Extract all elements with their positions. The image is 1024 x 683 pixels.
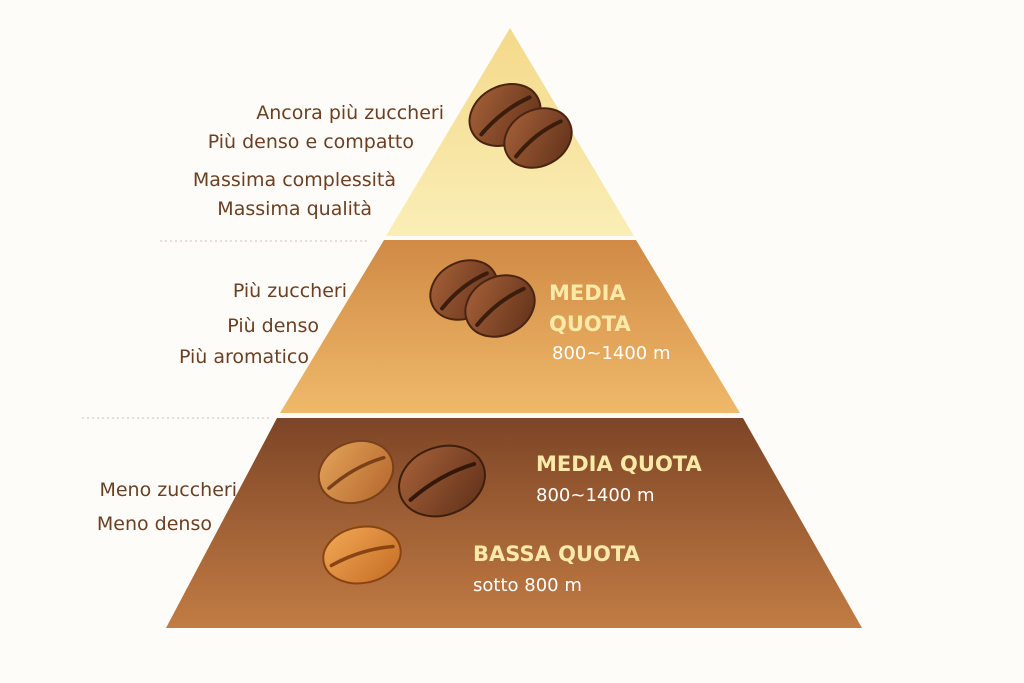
coffee-bean-icon bbox=[398, 444, 486, 518]
top-tier-note-complexity: Massima complessità bbox=[192, 169, 396, 191]
coffee-bean-icon bbox=[503, 107, 573, 169]
bottom-tier-medium-title: MEDIA QUOTA bbox=[536, 452, 702, 476]
bottom-tier-note-sugars: Meno zuccheri bbox=[99, 479, 237, 501]
top-tier-note-density: Più denso e compatto bbox=[207, 131, 414, 153]
bottom-tier-low-title: BASSA QUOTA bbox=[473, 542, 640, 566]
coffee-bean-icon bbox=[322, 525, 402, 585]
bottom-tier-low-altitude: sotto 800 m bbox=[473, 575, 582, 596]
top-tier-note-sugars: Ancora più zuccheri bbox=[256, 102, 444, 124]
middle-tier-note-aroma: Più aromatico bbox=[178, 346, 309, 368]
top-tier-note-quality: Massima qualità bbox=[217, 198, 372, 220]
pyramid-tier-bottom bbox=[166, 418, 862, 628]
middle-tier-altitude: 800~1400 m bbox=[552, 343, 671, 364]
middle-tier-title-line2: QUOTA bbox=[549, 312, 631, 336]
middle-tier-title-line1: MEDIA bbox=[549, 281, 626, 305]
coffee-bean-icon bbox=[464, 274, 536, 338]
middle-tier-note-density: Più denso bbox=[227, 315, 319, 337]
middle-tier-note-sugars: Più zuccheri bbox=[232, 280, 347, 302]
coffee-bean-icon bbox=[317, 439, 395, 505]
bottom-tier-medium-altitude: 800~1400 m bbox=[536, 485, 655, 506]
bottom-tier-note-density: Meno denso bbox=[96, 513, 212, 535]
